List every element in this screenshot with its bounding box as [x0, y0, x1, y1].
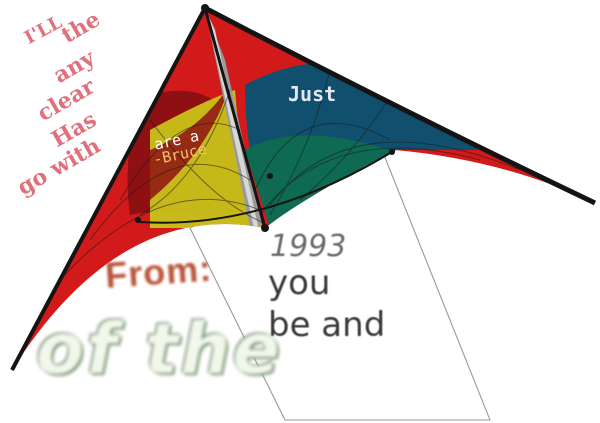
word-of-the: of the — [36, 308, 282, 390]
word-from: From: — [103, 247, 214, 296]
word-just: Just — [288, 82, 337, 106]
word-be-and: be and — [268, 305, 386, 345]
word-you: you — [268, 263, 331, 303]
word-year: 1993 — [270, 229, 347, 264]
